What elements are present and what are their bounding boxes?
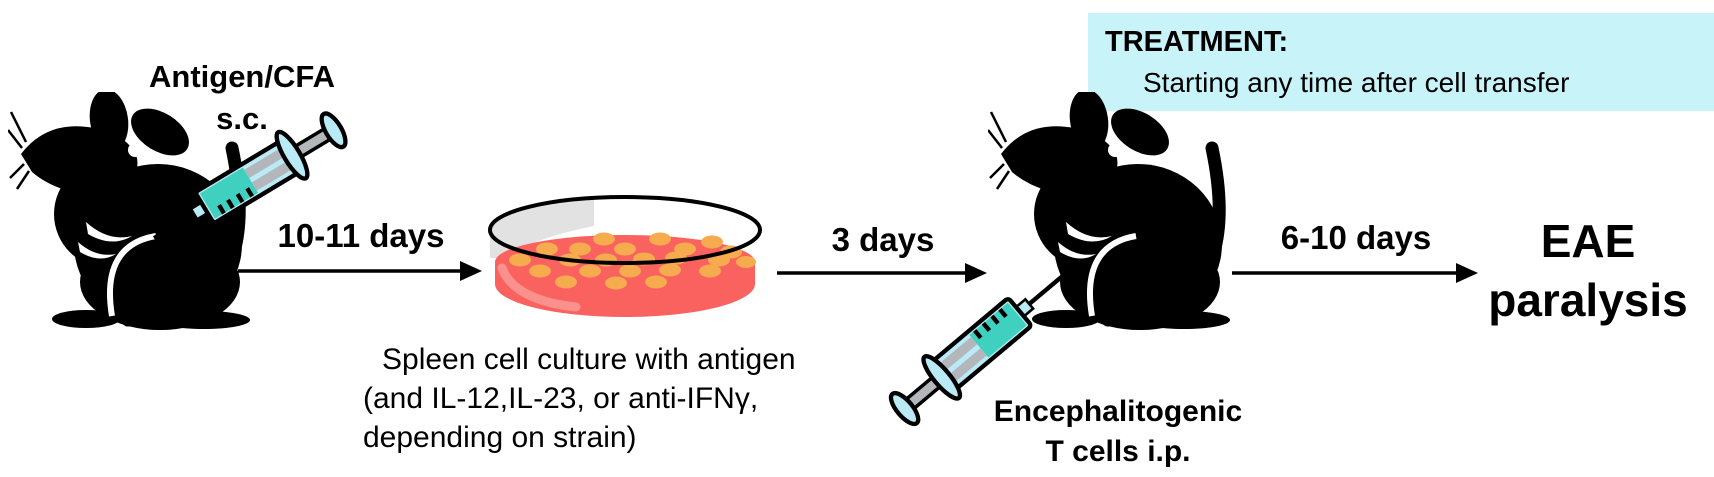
arrow1-label: 10-11 days: [277, 217, 445, 254]
treatment-heading: TREATMENT:: [1105, 26, 1289, 58]
arrow-6-10-days-icon: [1232, 263, 1478, 283]
culture-caption-line2: (and IL-12,IL-23, or anti-IFNγ,: [363, 382, 759, 415]
transfer-label: Encephalitogenic T cells i.p.: [968, 392, 1268, 472]
arrow3-label: 6-10 days: [1280, 219, 1432, 256]
treatment-note-box: TREATMENT: Starting any time after cell …: [1088, 13, 1714, 111]
eae-outcome-label: EAE paralysis: [1460, 212, 1714, 330]
arrow-3-days-icon: [777, 263, 987, 283]
culture-caption-line3: depending on strain): [363, 421, 637, 454]
culture-caption-line1: Spleen cell culture with antigen: [382, 343, 796, 376]
immunization-label-line2: s.c.: [216, 101, 268, 136]
immunization-label: Antigen/CFA s.c.: [110, 56, 374, 140]
eae-outcome-line1: EAE: [1540, 215, 1636, 267]
transfer-label-line2: T cells i.p.: [1045, 435, 1191, 468]
arrow-10-11-days-icon: [238, 261, 482, 281]
transfer-label-line1: Encephalitogenic: [993, 395, 1243, 428]
petri-dish-icon: [488, 195, 762, 319]
immunization-label-line1: Antigen/CFA: [149, 59, 335, 94]
arrow2-label: 3 days: [831, 221, 935, 258]
eae-outcome-line2: paralysis: [1488, 274, 1688, 326]
treatment-body: Starting any time after cell transfer: [1143, 67, 1570, 98]
culture-caption: Spleen cell culture with antigen (and IL…: [363, 340, 843, 457]
